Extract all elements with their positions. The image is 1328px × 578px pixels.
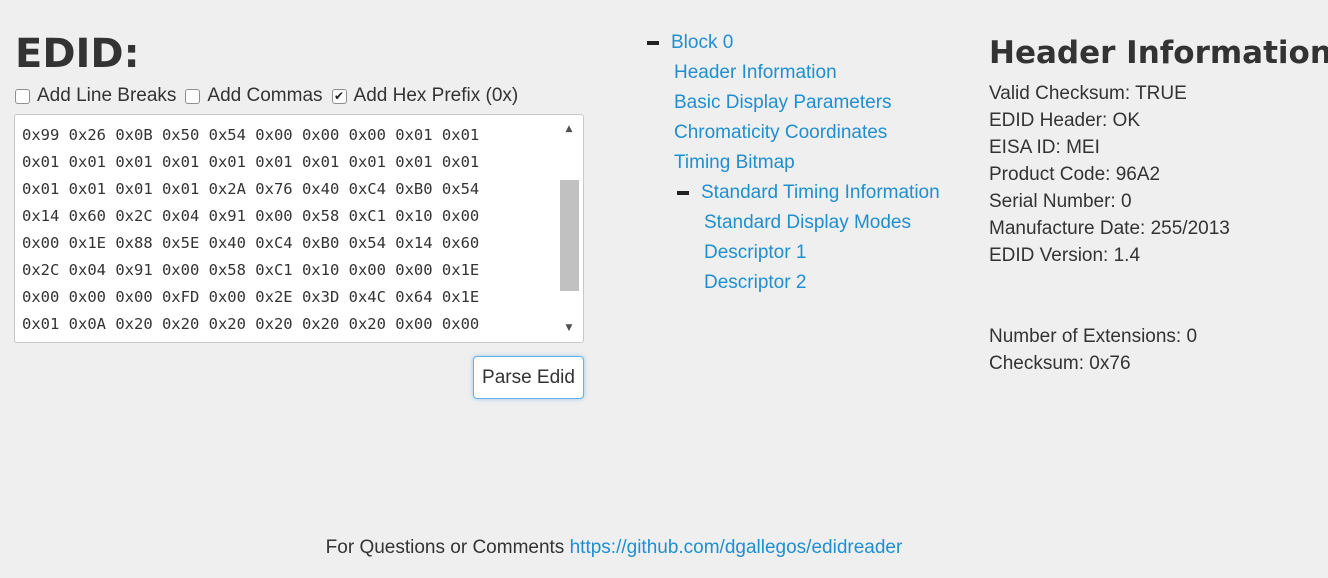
add-line-breaks-checkbox[interactable] bbox=[15, 88, 30, 104]
hex-line: 0x01 0x01 0x01 0x01 0x01 0x01 0x01 0x01 … bbox=[22, 153, 480, 171]
tree-link-descriptor-1[interactable]: Descriptor 1 bbox=[704, 242, 807, 263]
hex-content: 0x99 0x26 0x0B 0x50 0x54 0x00 0x00 0x00 … bbox=[22, 122, 479, 338]
checkmark-icon: ✔ bbox=[334, 89, 345, 103]
scrollbar-thumb[interactable] bbox=[560, 180, 579, 291]
tree-link-header-information[interactable]: Header Information bbox=[674, 62, 837, 83]
tree-node-basic-display: Basic Display Parameters bbox=[674, 88, 892, 118]
hex-line: 0x14 0x60 0x2C 0x04 0x91 0x00 0x58 0xC1 … bbox=[22, 207, 480, 225]
tree-link-standard-timing-information[interactable]: Standard Timing Information bbox=[701, 182, 940, 203]
scroll-down-icon[interactable]: ▼ bbox=[565, 323, 573, 333]
collapse-icon[interactable] bbox=[647, 41, 659, 45]
tree-link-timing-bitmap[interactable]: Timing Bitmap bbox=[674, 152, 795, 173]
add-hex-prefix-label: Add Hex Prefix (0x) bbox=[353, 85, 519, 106]
hex-line: 0x00 0x00 0x00 0xFD 0x00 0x2E 0x3D 0x4C … bbox=[22, 288, 480, 306]
tree-node-standard-timing: Standard Timing Information bbox=[677, 178, 940, 208]
footer: For Questions or Comments https://github… bbox=[0, 535, 1228, 561]
hex-line: 0x99 0x26 0x0B 0x50 0x54 0x00 0x00 0x00 … bbox=[22, 126, 480, 144]
footer-github-link[interactable]: https://github.com/dgallegos/edidreader bbox=[569, 537, 903, 558]
footer-text: For Questions or Comments bbox=[325, 537, 570, 558]
tree-link-descriptor-2[interactable]: Descriptor 2 bbox=[704, 272, 807, 293]
collapse-icon[interactable] bbox=[677, 191, 689, 195]
tree-link-standard-display-modes[interactable]: Standard Display Modes bbox=[704, 212, 911, 233]
info-valid-checksum: Valid Checksum: TRUE bbox=[989, 83, 1187, 104]
add-line-breaks-option[interactable]: Add Line Breaks bbox=[15, 85, 176, 107]
add-commas-label: Add Commas bbox=[207, 85, 323, 106]
edid-hex-textarea[interactable]: 0x99 0x26 0x0B 0x50 0x54 0x00 0x00 0x00 … bbox=[14, 114, 584, 343]
hex-line: 0x01 0x01 0x01 0x01 0x2A 0x76 0x40 0xC4 … bbox=[22, 180, 480, 198]
info-number-of-extensions: Number of Extensions: 0 bbox=[989, 326, 1198, 347]
info-manufacture-date: Manufacture Date: 255/2013 bbox=[989, 218, 1230, 239]
info-eisa-id: EISA ID: MEI bbox=[989, 137, 1100, 158]
hex-line: 0x00 0x1E 0x88 0x5E 0x40 0xC4 0xB0 0x54 … bbox=[22, 234, 480, 252]
info-serial-number: Serial Number: 0 bbox=[989, 191, 1132, 212]
tree-link-block-0[interactable]: Block 0 bbox=[671, 32, 734, 53]
scroll-up-icon[interactable]: ▲ bbox=[565, 124, 573, 134]
tree-node-chromaticity: Chromaticity Coordinates bbox=[674, 118, 887, 148]
tree-link-basic-display-parameters[interactable]: Basic Display Parameters bbox=[674, 92, 892, 113]
info-edid-header: EDID Header: OK bbox=[989, 110, 1140, 131]
add-commas-option[interactable]: Add Commas bbox=[185, 85, 323, 107]
parse-edid-button[interactable]: Parse Edid bbox=[473, 356, 584, 399]
add-commas-checkbox[interactable] bbox=[185, 88, 201, 104]
add-hex-prefix-checkbox[interactable]: ✔ bbox=[331, 88, 347, 104]
info-checksum: Checksum: 0x76 bbox=[989, 353, 1131, 374]
info-panel-title: Header Information bbox=[989, 35, 1328, 71]
info-product-code: Product Code: 96A2 bbox=[989, 164, 1161, 185]
add-line-breaks-label: Add Line Breaks bbox=[37, 85, 177, 106]
add-hex-prefix-option[interactable]: ✔ Add Hex Prefix (0x) bbox=[331, 85, 519, 107]
info-edid-version: EDID Version: 1.4 bbox=[989, 245, 1141, 266]
tree-link-chromaticity-coordinates[interactable]: Chromaticity Coordinates bbox=[674, 122, 888, 143]
tree-node-standard-display-modes: Standard Display Modes bbox=[704, 208, 911, 238]
tree-node-descriptor-2: Descriptor 2 bbox=[704, 268, 806, 298]
tree-node-timing-bitmap: Timing Bitmap bbox=[674, 148, 795, 178]
hex-line: 0x01 0x0A 0x20 0x20 0x20 0x20 0x20 0x20 … bbox=[22, 315, 480, 333]
tree-node-block-0: Block 0 bbox=[647, 28, 733, 58]
hex-line: 0x2C 0x04 0x91 0x00 0x58 0xC1 0x10 0x00 … bbox=[22, 261, 480, 279]
textarea-scrollbar[interactable]: ▲ ▼ bbox=[559, 119, 579, 338]
tree-node-descriptor-1: Descriptor 1 bbox=[704, 238, 806, 268]
tree-node-header: Header Information bbox=[674, 58, 837, 88]
format-options: Add Line Breaks Add Commas ✔ Add Hex Pre… bbox=[15, 84, 527, 108]
edid-title: EDID: bbox=[15, 31, 140, 77]
